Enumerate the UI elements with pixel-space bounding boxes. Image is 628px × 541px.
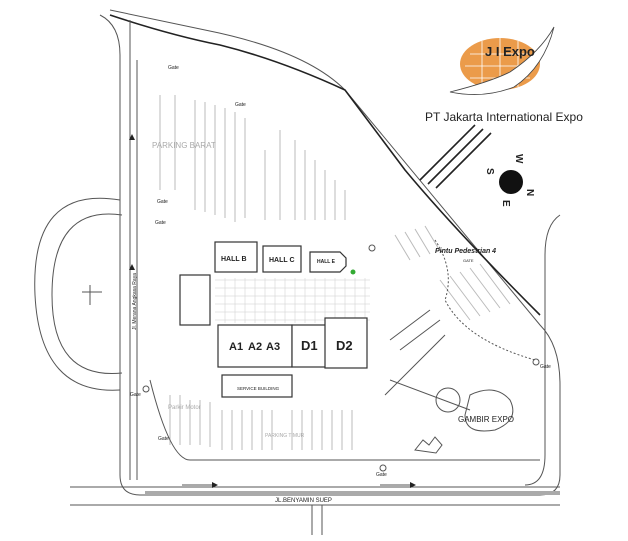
service-building (221, 374, 293, 398)
plaza-grid (215, 278, 370, 323)
roads (34, 9, 561, 535)
halls: HALL B HALL C HALL E A1 A2 A3 D1 D2 SERV… (179, 241, 370, 398)
road-label-benyamin-suep: JL.BENYAMIN SUEP (275, 498, 332, 504)
eagle-icon (449, 26, 555, 95)
hall-e[interactable] (309, 251, 347, 273)
hall-a2-label: A2 (248, 341, 262, 353)
hall-d1-label: D1 (301, 338, 318, 353)
parkir-motor-label: Parkir Motor (168, 405, 201, 411)
compass-n: N (524, 189, 535, 196)
green-marker-icon (350, 269, 356, 275)
hall-a[interactable] (217, 324, 293, 368)
hall-c-label: HALL C (269, 257, 295, 264)
parking-timur-label: PARKING TIMUR (265, 433, 305, 439)
logo-brand: J I Expo (485, 44, 535, 59)
gate-label: Gate (158, 436, 169, 442)
gate-label: Gate (157, 199, 168, 205)
road-median (145, 491, 560, 495)
road-label-angkasa: Jl. Merana Angkasa Raya (132, 273, 138, 330)
jiexpo-logo: J I Expo PT Jakarta International Expo (425, 26, 583, 124)
gambir-expo-label: GAMBIR EXPO (458, 415, 514, 424)
service-building-label: SERVICE BUILDING (237, 386, 280, 391)
hall-b[interactable] (214, 241, 258, 273)
hall-d2-label: D2 (336, 338, 353, 353)
hall-a1-label: A1 (229, 341, 243, 353)
gates: Pintu Pedestrian 4 GATE Gate Gate Gate G… (130, 65, 551, 478)
gate-label: Gate (235, 102, 246, 108)
gate-label: Gate (155, 220, 166, 226)
gate-label: Gate (130, 392, 141, 398)
compass-s: S (484, 168, 495, 175)
parking-barat: PARKING BARAT (152, 95, 346, 222)
parking-timur: Parkir Motor PARKING TIMUR (149, 379, 540, 461)
gate-label: Gate (540, 364, 551, 370)
hall-e-label: HALL E (317, 259, 336, 265)
compass-w: W (513, 154, 524, 164)
company-name: PT Jakarta International Expo (425, 110, 583, 124)
hall-b-label: HALL B (221, 256, 247, 263)
hall-c[interactable] (262, 245, 302, 273)
gate-label: GATE (463, 258, 474, 263)
hall-a3-label: A3 (266, 341, 280, 353)
parking-barat-label: PARKING BARAT (152, 141, 216, 150)
compass-dot-icon (499, 170, 523, 194)
compass-e: E (500, 200, 511, 207)
gambir-expo-area: GAMBIR EXPO (384, 225, 536, 454)
compass: W N E S (484, 154, 535, 207)
gate-label: Gate (376, 472, 387, 478)
hall-d2[interactable] (324, 317, 368, 369)
gate-label: Gate (168, 65, 179, 71)
lobby-building (179, 274, 211, 326)
pintu-pedestrian-4-label: Pintu Pedestrian 4 (435, 248, 496, 255)
